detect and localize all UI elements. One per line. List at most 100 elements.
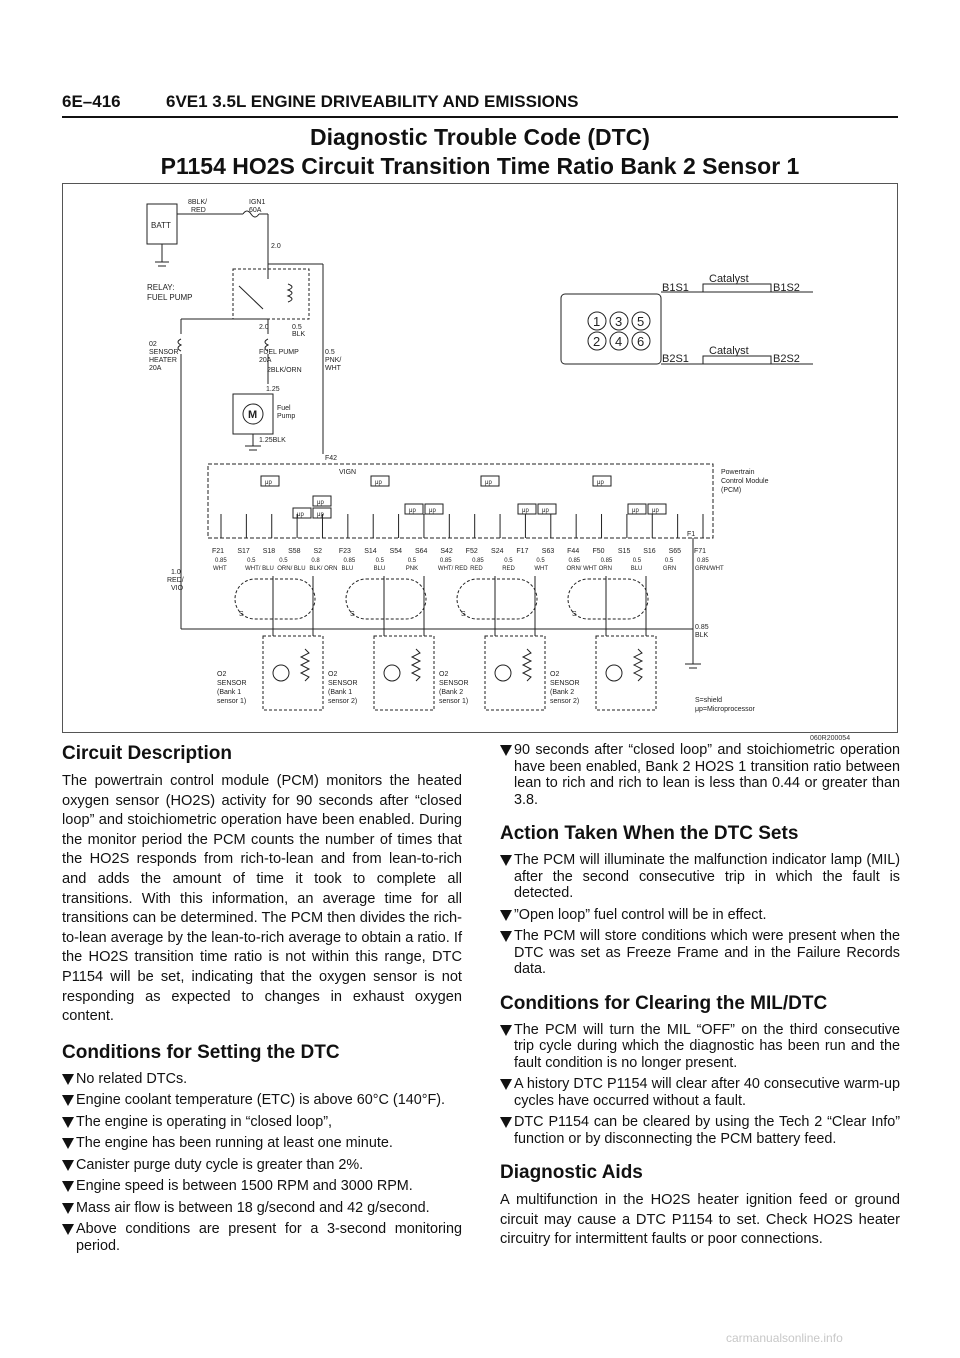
pin-label: S18 bbox=[263, 548, 276, 555]
relay-coil bbox=[286, 283, 293, 303]
wire-color: BLU bbox=[342, 566, 354, 572]
sensor-label-line-4: sensor 1) bbox=[439, 698, 468, 705]
sensor-label-line-4: sensor 2) bbox=[328, 698, 357, 705]
sensor-element-icon bbox=[383, 664, 401, 682]
relay-box bbox=[232, 268, 310, 320]
shield-oval bbox=[234, 578, 316, 620]
pin-label: S58 bbox=[288, 548, 301, 555]
circuit-description-text: The powertrain control module (PCM) moni… bbox=[62, 773, 462, 1025]
wire-color: GRN/WHT bbox=[695, 566, 724, 572]
microprocessor-label: μp bbox=[485, 480, 492, 486]
triangle-bullet-icon bbox=[500, 1024, 512, 1036]
pnk-label-2: PNK/ bbox=[325, 357, 341, 364]
ign-fuse-label-1: IGN1 bbox=[249, 199, 265, 206]
conditions-setting-continued: 90 seconds after “closed loop” and stoic… bbox=[500, 742, 900, 808]
relay-label-2: FUEL PUMP bbox=[147, 293, 193, 302]
left-column: Circuit Description The powertrain contr… bbox=[62, 742, 462, 1259]
diagnostic-aids-heading: Diagnostic Aids bbox=[500, 1162, 643, 1183]
legend-shield: S=shield bbox=[695, 697, 722, 704]
wire-gauge: 0.85 bbox=[215, 558, 227, 564]
sensor-label-line-2: SENSOR bbox=[328, 680, 358, 687]
triangle-bullet-icon bbox=[62, 1116, 74, 1128]
sensor-element-icon bbox=[494, 664, 512, 682]
wire-gauge: 0.85 bbox=[344, 558, 356, 564]
list-item: The PCM will turn the MIL “OFF” on the t… bbox=[500, 1022, 900, 1072]
wire-gauge: 0.85 bbox=[568, 558, 580, 564]
motor-label: M bbox=[248, 409, 257, 421]
blk-label-2: BLK bbox=[695, 632, 709, 639]
action-taken-list: The PCM will illuminate the malfunction … bbox=[500, 852, 900, 978]
shield-label: S bbox=[461, 611, 466, 618]
wire-color: BLU bbox=[374, 566, 386, 572]
microprocessor-box bbox=[592, 475, 612, 487]
list-item: Engine coolant temperature (ETC) is abov… bbox=[62, 1092, 462, 1109]
f1-label: F1 bbox=[687, 531, 695, 538]
list-item: ”Open loop” fuel control will be in effe… bbox=[500, 907, 900, 924]
diagnostic-aids-text: A multifunction in the HO2S heater ignit… bbox=[500, 1192, 900, 1248]
list-item: A history DTC P1154 will clear after 40 … bbox=[500, 1076, 900, 1109]
page-header: 6E–416 6VE1 3.5L ENGINE DRIVEABILITY AND… bbox=[62, 92, 898, 118]
sensor-label-line-1: O2 bbox=[550, 671, 559, 678]
figure-code: 060R200054 bbox=[810, 735, 851, 742]
microprocessor-label: μp bbox=[652, 508, 659, 514]
heater-resistor-icon bbox=[632, 648, 644, 682]
b1s1-label: B1S1 bbox=[662, 282, 689, 294]
batt-wire-label-2: RED bbox=[191, 207, 206, 214]
wire-gauge: 0.5 bbox=[665, 558, 674, 564]
wire-color: ORN/ BLU bbox=[277, 566, 305, 572]
wire-gauge: 0.85 bbox=[601, 558, 613, 564]
ign-fuse-label-2: 60A bbox=[249, 207, 262, 214]
cylinder-circle bbox=[631, 331, 651, 351]
pin-label: S24 bbox=[491, 548, 504, 555]
triangle-bullet-icon bbox=[62, 1224, 74, 1236]
shield-oval bbox=[456, 578, 538, 620]
o2-heater-label-2: SENSOR bbox=[149, 349, 179, 356]
page-number: 6E–416 bbox=[62, 92, 121, 111]
microprocessor-box bbox=[424, 503, 444, 515]
o2-sensor-box bbox=[595, 635, 657, 711]
microprocessor-label: μp bbox=[265, 480, 272, 486]
catalyst-2-label: Catalyst bbox=[709, 345, 749, 357]
motor-circle bbox=[242, 403, 264, 425]
triangle-bullet-icon bbox=[500, 931, 512, 942]
shield-oval bbox=[567, 578, 649, 620]
pin-label: S63 bbox=[542, 548, 555, 555]
triangle-bullet-icon bbox=[62, 1159, 74, 1171]
pump-label-1: Fuel bbox=[277, 405, 291, 412]
wire-gauge: 0.8 bbox=[311, 558, 320, 564]
title-line-1: Diagnostic Trouble Code (DTC) bbox=[310, 124, 650, 150]
microprocessor-box bbox=[647, 503, 667, 515]
pin-label: F17 bbox=[516, 548, 528, 555]
cylinder-circle bbox=[631, 311, 651, 331]
microprocessor-box bbox=[537, 503, 557, 515]
wire-color: BLK/ ORN bbox=[309, 566, 337, 572]
b1s2-label: B1S2 bbox=[773, 282, 800, 294]
pin-label: S65 bbox=[669, 548, 682, 555]
pnk-label-3: WHT bbox=[325, 365, 342, 372]
wire-gauge: 0.5 bbox=[633, 558, 642, 564]
list-item: Canister purge duty cycle is greater tha… bbox=[62, 1157, 462, 1174]
o2-heater-label-3: HEATER bbox=[149, 357, 177, 364]
pin-label: S16 bbox=[643, 548, 656, 555]
relay-wire-b: 0.5 bbox=[292, 324, 302, 331]
pin-label: S17 bbox=[237, 548, 250, 555]
microprocessor-box bbox=[480, 475, 500, 487]
sensor-label-line-3: (Bank 2 bbox=[550, 689, 574, 696]
cylinder-number: 2 bbox=[593, 334, 600, 349]
clearing-heading: Conditions for Clearing the MIL/DTC bbox=[500, 992, 828, 1014]
pin-label: S15 bbox=[618, 548, 631, 555]
f42-label: F42 bbox=[325, 455, 337, 462]
list-item: 90 seconds after “closed loop” and stoic… bbox=[500, 742, 900, 808]
pin-label: F52 bbox=[466, 548, 478, 555]
triangle-bullet-icon bbox=[500, 1117, 512, 1128]
microprocessor-label: μp bbox=[632, 508, 639, 514]
catalyst-1-box bbox=[702, 283, 772, 293]
wire-color: BLU bbox=[631, 566, 643, 572]
red-vio-label-2: RED/ bbox=[167, 577, 184, 584]
o2-heater-fuse-symbol bbox=[177, 338, 183, 352]
pump-gnd-label: 1.25BLK bbox=[259, 437, 286, 444]
watermark: carmanualsonline.info bbox=[726, 1331, 843, 1345]
cylinder-circle bbox=[609, 311, 629, 331]
relay-wire-a: 2.0 bbox=[259, 324, 269, 331]
pcm-label-3: (PCM) bbox=[721, 487, 741, 494]
